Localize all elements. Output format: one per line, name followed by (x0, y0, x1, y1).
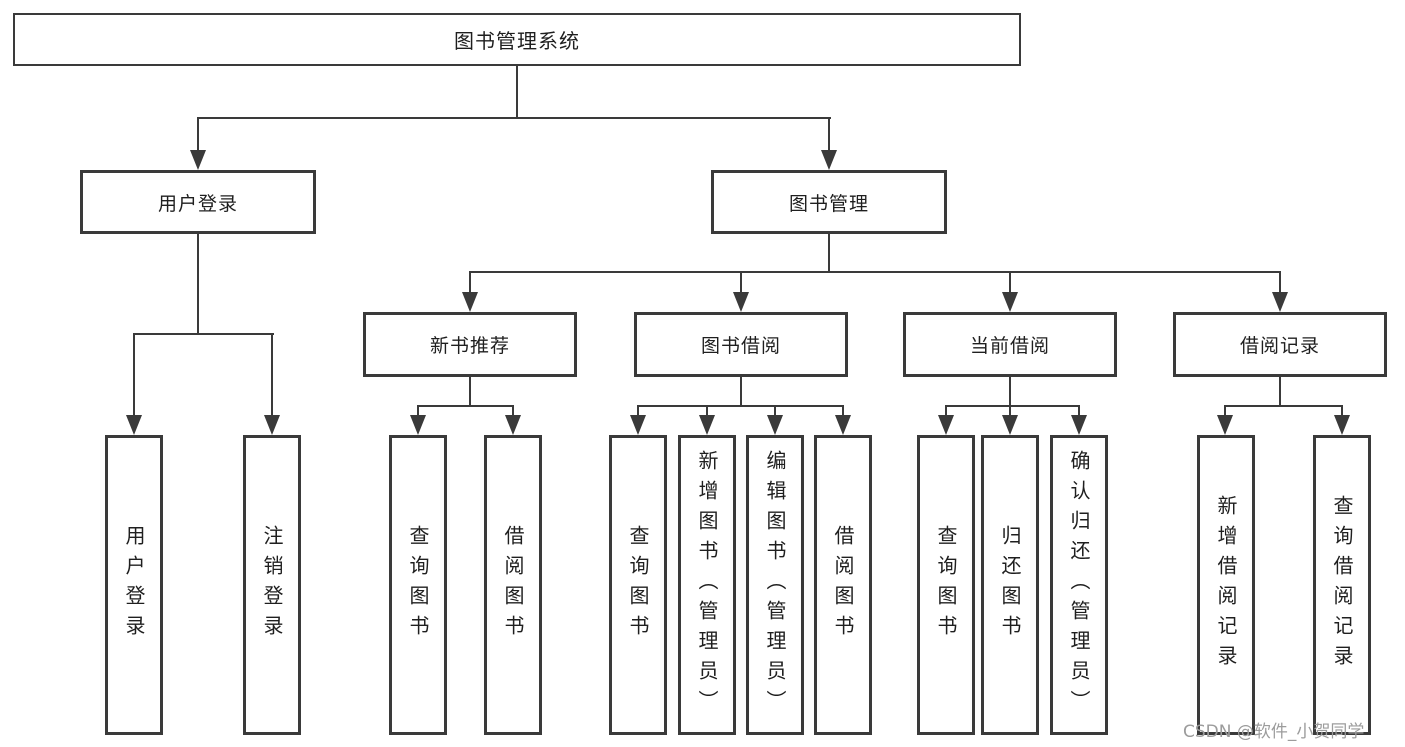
node-new-book-recommend: 新书推荐 (363, 312, 577, 377)
node-label: 编辑图书（管理员） (763, 450, 787, 720)
connector-line (417, 405, 419, 417)
connector-line (469, 271, 471, 294)
connector-line (637, 405, 844, 407)
arrow-down (1334, 415, 1350, 435)
connector-line (1009, 377, 1011, 407)
connector-line (637, 405, 639, 417)
node-edit-book-admin: 编辑图书（管理员） (746, 435, 804, 735)
node-label: 确认归还（管理员） (1067, 450, 1091, 720)
connector-line (133, 333, 135, 416)
node-query-borrow-record: 查询借阅记录 (1313, 435, 1371, 735)
node-book-borrowing: 图书借阅 (634, 312, 848, 377)
node-add-borrow-record: 新增借阅记录 (1197, 435, 1255, 735)
connector-line (417, 405, 514, 407)
node-label: 当前借阅 (969, 335, 1050, 357)
node-label: 图书借阅 (700, 335, 781, 357)
node-logout: 注销登录 (243, 435, 301, 735)
arrow-down (699, 415, 715, 435)
arrow-down (410, 415, 426, 435)
node-label: 新增借阅记录 (1214, 495, 1238, 675)
connector-line (1224, 405, 1343, 407)
node-label: 查询图书 (626, 525, 650, 645)
connector-line (516, 66, 518, 118)
node-add-book-admin: 新增图书（管理员） (678, 435, 736, 735)
node-label: 查询图书 (934, 525, 958, 645)
node-query-books-borrowing: 查询图书 (609, 435, 667, 735)
connector-line (469, 271, 1281, 273)
connector-line (945, 405, 947, 417)
arrow-down (821, 150, 837, 170)
arrow-down (835, 415, 851, 435)
arrow-down (1002, 415, 1018, 435)
node-library-management-system: 图书管理系统 (13, 13, 1021, 66)
node-borrow-records: 借阅记录 (1173, 312, 1387, 377)
node-label: 归还图书 (998, 525, 1022, 645)
node-label: 图书管理系统 (454, 29, 580, 53)
node-label: 用户登录 (157, 192, 238, 215)
node-user-login-action: 用户登录 (105, 435, 163, 735)
arrow-down (126, 415, 142, 435)
node-return-book: 归还图书 (981, 435, 1039, 735)
node-query-books-current: 查询图书 (917, 435, 975, 735)
connector-line (1009, 405, 1011, 417)
connector-line (1279, 377, 1281, 407)
node-label: 新增图书（管理员） (695, 450, 719, 720)
connector-line (842, 405, 844, 417)
node-confirm-return-admin: 确认归还（管理员） (1050, 435, 1108, 735)
arrow-down (190, 150, 206, 170)
arrow-down (264, 415, 280, 435)
node-current-borrowing: 当前借阅 (903, 312, 1117, 377)
node-label: 借阅记录 (1239, 335, 1320, 357)
arrow-down (505, 415, 521, 435)
connector-line (706, 405, 708, 417)
node-borrow-book: 借阅图书 (814, 435, 872, 735)
connector-line (828, 234, 830, 273)
arrow-down (1002, 292, 1018, 312)
connector-line (1279, 271, 1281, 294)
node-label: 注销登录 (260, 525, 284, 645)
arrow-down (462, 292, 478, 312)
watermark: CSDN @软件_小贺同学 (1183, 722, 1365, 742)
node-query-books-recommend: 查询图书 (389, 435, 447, 735)
node-label: 用户登录 (122, 525, 146, 645)
connector-line (1078, 405, 1080, 417)
connector-line (197, 117, 199, 152)
node-label: 查询借阅记录 (1330, 495, 1354, 675)
connector-line (740, 271, 742, 294)
node-label: 借阅图书 (501, 525, 525, 645)
connector-line (271, 333, 273, 416)
connector-line (945, 405, 1080, 407)
connector-line (828, 117, 830, 152)
connector-line (197, 234, 199, 335)
connector-line (133, 333, 274, 335)
arrow-down (1071, 415, 1087, 435)
arrow-down (767, 415, 783, 435)
node-borrow-book-recommend: 借阅图书 (484, 435, 542, 735)
connector-line (1341, 405, 1343, 417)
connector-line (1009, 271, 1011, 294)
connector-line (512, 405, 514, 417)
node-label: 查询图书 (406, 525, 430, 645)
node-user-login: 用户登录 (80, 170, 316, 234)
connector-line (740, 377, 742, 407)
connector-line (774, 405, 776, 417)
connector-line (469, 377, 471, 407)
connector-line (197, 117, 831, 119)
arrow-down (1272, 292, 1288, 312)
arrow-down (1217, 415, 1233, 435)
arrow-down (733, 292, 749, 312)
node-book-management: 图书管理 (711, 170, 947, 234)
node-label: 新书推荐 (429, 335, 510, 357)
arrow-down (630, 415, 646, 435)
node-label: 图书管理 (788, 192, 869, 215)
arrow-down (938, 415, 954, 435)
connector-line (1224, 405, 1226, 417)
node-label: 借阅图书 (831, 525, 855, 645)
